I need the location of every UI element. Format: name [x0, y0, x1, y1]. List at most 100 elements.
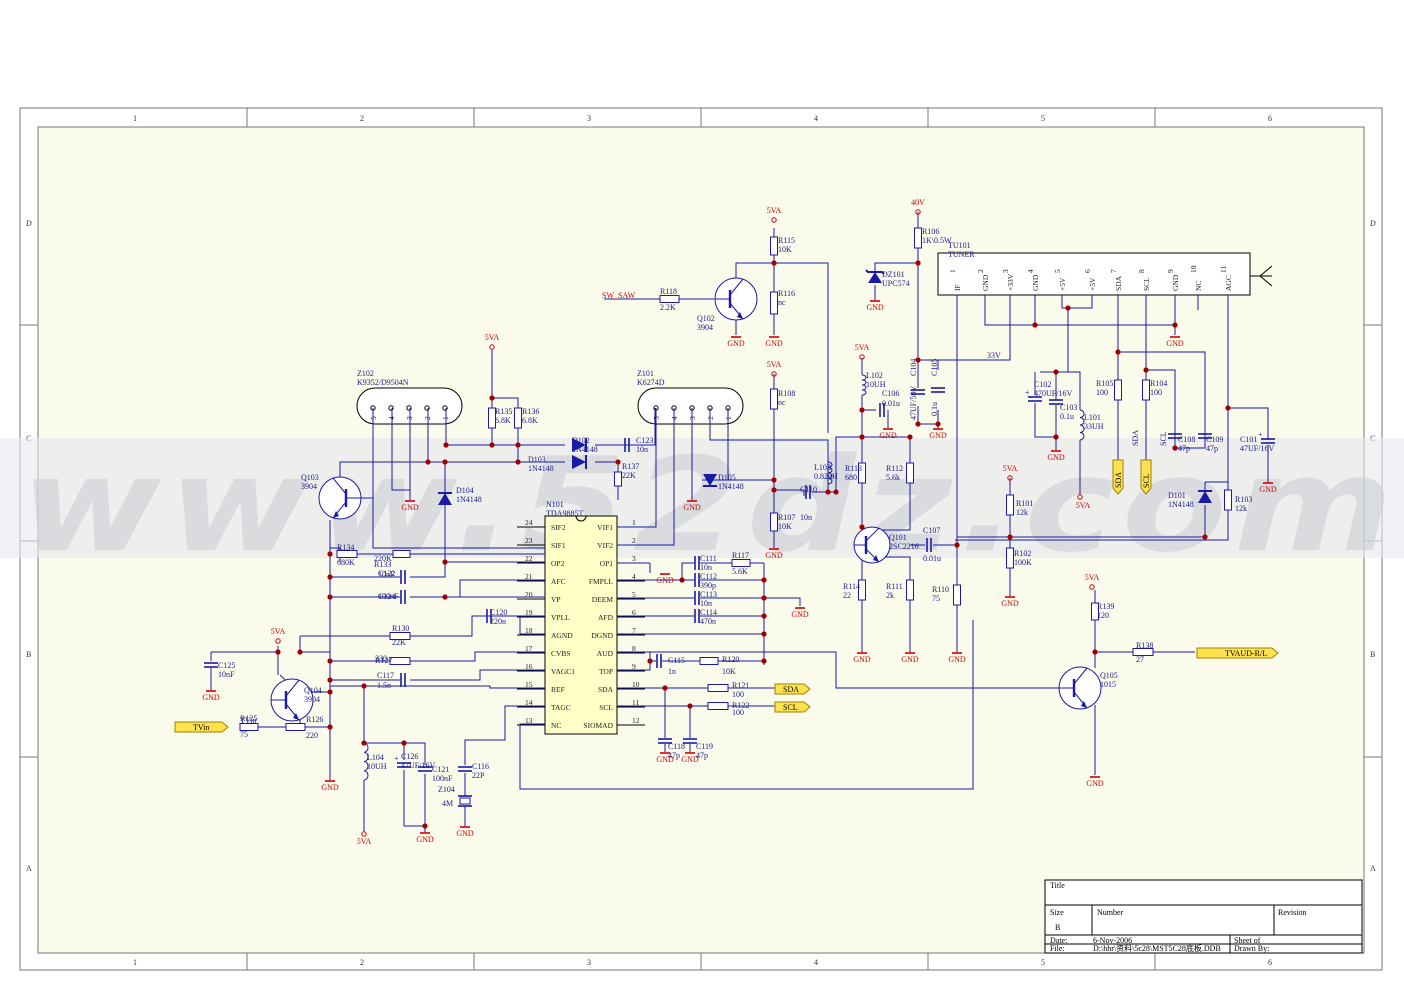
size-label: Size — [1050, 908, 1064, 917]
port-tvin[interactable]: TVin — [174, 721, 229, 733]
ground-label: GND — [791, 610, 809, 619]
component-value: 10K — [722, 667, 736, 676]
port-tvaud[interactable]: TVAUD-R/L — [1196, 647, 1279, 659]
component-ref: C110 — [800, 485, 817, 494]
component-value: 3904 — [301, 482, 317, 491]
component-ref: C122 — [378, 569, 395, 578]
component-ref: C121 — [432, 765, 449, 774]
tuner-pin-number: 8 — [1137, 269, 1146, 273]
ground-icon: GND — [727, 336, 745, 348]
ic-pin-number: 12 — [632, 716, 640, 725]
component-ref: R136 — [522, 407, 539, 416]
component-value: 100 — [732, 690, 744, 699]
component-ref: R127 — [375, 656, 392, 665]
component-ref: R125 — [240, 714, 257, 723]
ic-pin-number: 16 — [525, 662, 533, 671]
power-label: 5VA — [485, 333, 500, 342]
ground-icon: GND — [456, 826, 474, 838]
component-value: 1.5n — [377, 681, 391, 690]
component-ref: R101 — [1016, 499, 1033, 508]
ground-label: GND — [401, 503, 419, 512]
component-value: 3904 — [697, 323, 713, 332]
ground-label: GND — [948, 655, 966, 664]
component-value: 220n — [490, 617, 506, 626]
component-value: 100 — [1096, 388, 1108, 397]
ground-icon: GND — [656, 752, 674, 764]
ic-pin-name: TOP — [599, 667, 613, 676]
port-scl[interactable]: SCL — [774, 701, 811, 713]
ic-pin-number: 13 — [525, 716, 533, 725]
power-label: 5VA — [767, 360, 782, 369]
grid-row-b: B — [26, 650, 31, 659]
component-ref: R107 — [778, 513, 795, 522]
power-label: 5VA — [1003, 464, 1018, 473]
port-sda[interactable]: SDA — [774, 683, 811, 695]
ic-pin-number: 2 — [632, 536, 636, 545]
ic-pin-name: SIF2 — [551, 523, 566, 532]
component-value: nc — [778, 398, 786, 407]
ground-icon: GND — [1047, 450, 1065, 462]
ground-icon: GND — [683, 500, 701, 512]
component-value: 75 — [240, 730, 248, 739]
ic-pin-name: SDA — [598, 685, 614, 694]
ground-label: GND — [416, 835, 434, 844]
tuner-box — [937, 252, 1251, 296]
power-5va-symbol: 5VA — [767, 206, 781, 223]
component-value: 1015 — [1100, 680, 1116, 689]
net-tvin-label: TVin — [240, 716, 256, 725]
ic-pin-name: SIOMAD — [583, 721, 613, 730]
component-ref: C106 — [882, 389, 899, 398]
component-ref: L101 — [1084, 413, 1101, 422]
ground-label: GND — [456, 829, 474, 838]
component-ref: R134 — [337, 543, 354, 552]
ic-pin-number: 5 — [632, 590, 636, 599]
antenna-icon — [1250, 265, 1273, 287]
port-scl-tuner[interactable]: SCL — [1140, 459, 1152, 495]
component-value: 27 — [1136, 655, 1144, 664]
component-value: 10n — [700, 599, 712, 608]
ic-pin-name: DEEM — [592, 595, 614, 604]
ground-icon: GND — [1001, 596, 1019, 608]
component-ref: C125 — [218, 661, 235, 670]
port-sda-tuner[interactable]: SDA — [1112, 459, 1124, 495]
grid-col-4: 4 — [814, 114, 818, 123]
component-value: 100K — [1014, 558, 1032, 567]
ground-icon: GND — [416, 832, 434, 844]
grid-col-6-bottom: 6 — [1268, 958, 1272, 967]
component-value: 220 — [306, 731, 318, 740]
component-ref: C111 — [700, 554, 717, 563]
component-ref: R118 — [660, 287, 677, 296]
component-value: 390p — [700, 581, 716, 590]
component-value: 10K — [778, 522, 792, 531]
ic-pin-number: 8 — [632, 644, 636, 653]
component-ref: L103 — [814, 463, 831, 472]
ic-pin-number: 9 — [632, 662, 636, 671]
tuner-pin-number: 2 — [976, 269, 985, 273]
component-ref: R104 — [1150, 379, 1167, 388]
grid-row-d-right: D — [1370, 219, 1376, 228]
component-value: 0.1u — [930, 402, 939, 416]
component-ref: C103 — [1060, 403, 1077, 412]
ic-pin-name: VIF2 — [597, 541, 613, 550]
